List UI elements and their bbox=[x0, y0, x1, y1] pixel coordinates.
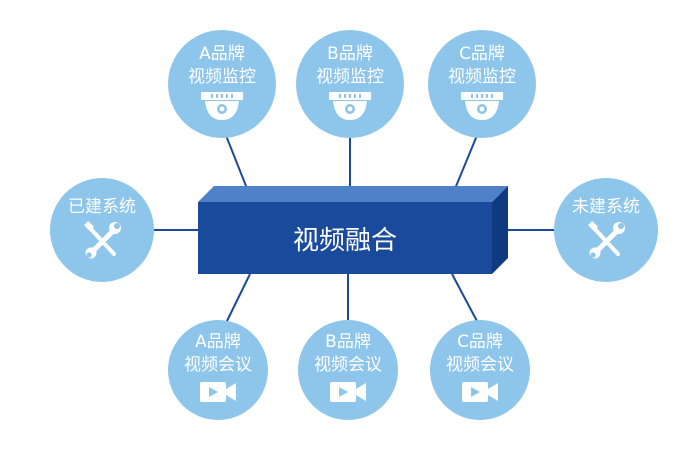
node-line1: A品牌 bbox=[199, 44, 245, 64]
node-line2: 视频会议 bbox=[314, 355, 382, 375]
node-line1: A品牌 bbox=[195, 332, 241, 352]
node-line1: B品牌 bbox=[327, 44, 373, 64]
node-line2: 视频会议 bbox=[184, 355, 252, 375]
node-line2: 视频监控 bbox=[188, 67, 256, 87]
hub-3d-faces bbox=[198, 186, 508, 274]
node-a-brand-video-surveillance: A品牌 视频监控 bbox=[168, 30, 276, 138]
tools-icon bbox=[82, 220, 122, 265]
node-line1: C品牌 bbox=[457, 332, 503, 352]
node-a-brand-video-conference: A品牌 视频会议 bbox=[168, 320, 268, 420]
video-fusion-hub: 视频融合 bbox=[198, 186, 514, 274]
tools-icon bbox=[586, 220, 626, 265]
dome-camera-icon bbox=[327, 91, 373, 125]
node-b-brand-video-surveillance: B品牌 视频监控 bbox=[296, 30, 404, 138]
node-label: 已建系统 bbox=[68, 196, 136, 217]
link-conf-a bbox=[225, 273, 251, 324]
video-camera-icon bbox=[328, 379, 368, 409]
node-c-brand-video-conference: C品牌 视频会议 bbox=[430, 320, 530, 420]
node-line1: B品牌 bbox=[325, 332, 371, 352]
node-line2: 视频监控 bbox=[316, 67, 384, 87]
dome-camera-icon bbox=[199, 91, 245, 125]
link-conf-c bbox=[451, 273, 479, 324]
node-c-brand-video-surveillance: C品牌 视频监控 bbox=[428, 30, 536, 138]
node-b-brand-video-conference: B品牌 视频会议 bbox=[298, 320, 398, 420]
node-unbuilt-system: 未建系统 bbox=[554, 178, 658, 282]
dome-camera-icon bbox=[459, 91, 505, 125]
node-line1: C品牌 bbox=[459, 44, 505, 64]
link-cam-a bbox=[224, 132, 251, 197]
hub-label: 视频融合 bbox=[198, 202, 492, 274]
link-cam-c bbox=[451, 132, 479, 197]
node-label: 未建系统 bbox=[572, 196, 640, 217]
node-line2: 视频监控 bbox=[448, 67, 516, 87]
node-line2: 视频会议 bbox=[446, 355, 514, 375]
video-camera-icon bbox=[198, 379, 238, 409]
node-built-system: 已建系统 bbox=[50, 178, 154, 282]
video-camera-icon bbox=[460, 379, 500, 409]
